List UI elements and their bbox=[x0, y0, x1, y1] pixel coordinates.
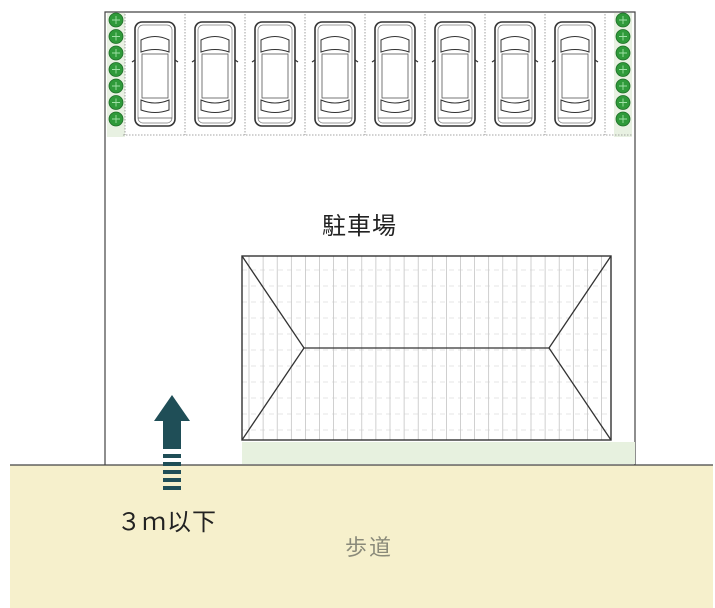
car-icon bbox=[131, 21, 179, 127]
sidewalk-area bbox=[10, 465, 713, 608]
car-icon bbox=[551, 21, 599, 127]
shrub-icon bbox=[108, 12, 124, 28]
hedge-right bbox=[614, 12, 632, 137]
shrub-icon bbox=[108, 78, 124, 94]
shrub-icon bbox=[615, 78, 631, 94]
shrub-icon bbox=[108, 95, 124, 110]
shrub-icon bbox=[615, 62, 631, 77]
hedge-left bbox=[107, 12, 125, 137]
up-arrow-icon bbox=[154, 395, 190, 490]
shrub-icon bbox=[108, 45, 124, 61]
house-roof bbox=[241, 255, 612, 441]
car-icon bbox=[311, 21, 359, 127]
shrub-icon bbox=[615, 111, 631, 127]
shrub-icon bbox=[108, 29, 124, 44]
shrub-icon bbox=[615, 12, 631, 28]
green-strip bbox=[242, 442, 635, 464]
parking-label: 駐車場 bbox=[322, 212, 397, 240]
sidewalk-label: 歩道 bbox=[345, 536, 394, 561]
shrub-icon bbox=[108, 111, 124, 127]
car-icon bbox=[431, 21, 479, 127]
shrub-icon bbox=[108, 62, 124, 77]
shrub-icon bbox=[615, 95, 631, 110]
shrub-icon bbox=[615, 45, 631, 61]
lot-boundary bbox=[104, 11, 636, 465]
car-icon bbox=[371, 21, 419, 127]
car-icon bbox=[191, 21, 239, 127]
shrub-icon bbox=[615, 29, 631, 44]
car-icon bbox=[491, 21, 539, 127]
height-limit-label: ３ｍ以下 bbox=[117, 508, 217, 536]
parking-row bbox=[123, 14, 633, 136]
car-icon bbox=[251, 21, 299, 127]
